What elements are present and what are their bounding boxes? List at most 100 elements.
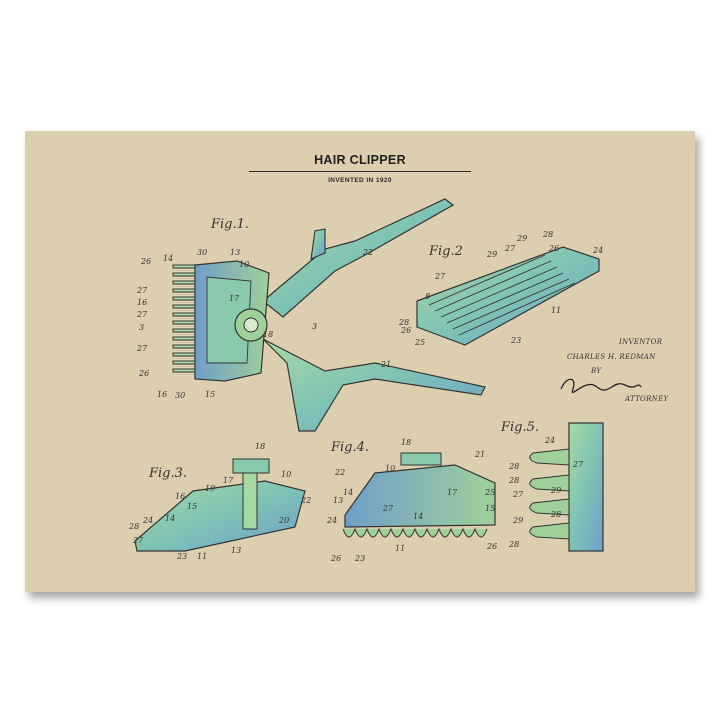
- callout-number: 20: [278, 516, 289, 525]
- callout-number: 14: [343, 488, 353, 497]
- callout-number: 19: [205, 484, 215, 493]
- poster-subtitle: INVENTED IN 1920: [328, 177, 392, 184]
- fig-2-label: Fig.2: [428, 244, 463, 259]
- callout-number: 22: [300, 496, 311, 505]
- callout-number: 14: [413, 512, 423, 521]
- figure-3: Fig.3. 18 10 16 15 19 17 22 28 24 14 20 …: [128, 442, 311, 561]
- callout-number: 10: [239, 260, 249, 269]
- callout-number: 11: [551, 306, 561, 315]
- callout-number: 28: [542, 230, 553, 239]
- callout-number: 27: [132, 536, 144, 545]
- callout-number: 27: [512, 490, 524, 499]
- callout-number: 27: [136, 286, 148, 295]
- fig-5-callouts: 24 28 27 27 29 28 29 28 28: [508, 436, 584, 549]
- callout-number: 29: [516, 234, 527, 243]
- callout-number: 29: [550, 486, 561, 495]
- callout-number: 27: [434, 272, 446, 281]
- callout-number: 3: [139, 323, 144, 332]
- callout-number: 11: [197, 552, 207, 561]
- fig-4-callouts: 18 10 21 22 13 14 24 27 14 17 25 15 26 2…: [326, 438, 497, 563]
- lower-handle: [262, 338, 486, 432]
- callout-number: 22: [362, 248, 373, 257]
- callout-number: 27: [382, 504, 394, 513]
- callout-number: 3: [312, 322, 317, 331]
- callout-number: 14: [165, 514, 175, 523]
- head-plate: [206, 276, 252, 364]
- callout-number: 28: [508, 540, 519, 549]
- callout-number: 28: [550, 510, 561, 519]
- poster-title: HAIR CLIPPER: [314, 153, 406, 167]
- figure-4: Fig.4. 18 10 21 22 13 14 24 27 14 17 25 …: [326, 438, 497, 563]
- fig-5-bar: [568, 422, 604, 552]
- callout-number: 27: [136, 310, 148, 319]
- callout-number: 11: [395, 544, 405, 553]
- attorney-signature: [560, 378, 642, 393]
- callout-number: 13: [230, 248, 240, 257]
- callout-number: 21: [380, 360, 391, 369]
- callout-number: 17: [447, 488, 458, 497]
- callout-number: 16: [175, 492, 185, 501]
- callout-number: 23: [510, 336, 521, 345]
- callout-number: 16: [137, 298, 147, 307]
- fig-5-hooks: [529, 448, 570, 540]
- cutter-ridges: [428, 254, 576, 336]
- callout-number: 15: [187, 502, 197, 511]
- fig-2-callouts: 27 29 28 26 24 27 29 28 25 26 11 23 8: [398, 230, 603, 347]
- callout-number: 25: [484, 488, 495, 497]
- callout-number: 27: [136, 344, 148, 353]
- fig-1-callouts: 26 14 30 13 10 27 16 27 3 27 26 16 30 15…: [136, 248, 391, 400]
- inventor-credits: INVENTOR CHARLES H. REDMAN BY ATTORNEY: [560, 338, 669, 403]
- fig-4-label: Fig.4.: [330, 440, 369, 455]
- fig-3-body: [134, 480, 306, 552]
- by-label: BY: [590, 367, 602, 375]
- callout-number: 16: [157, 390, 167, 399]
- callout-number: 21: [474, 450, 485, 459]
- fig-4-teeth: [342, 527, 488, 538]
- fig-1-label: Fig.1.: [210, 217, 249, 232]
- callout-number: 17: [229, 294, 240, 303]
- callout-number: 17: [223, 476, 234, 485]
- fig-5-label: Fig.5.: [500, 420, 539, 435]
- figure-2: Fig.2 27 29 28 26 24 27 29 28 25 26 11 2…: [398, 230, 603, 347]
- attorney-label: ATTORNEY: [624, 395, 669, 403]
- inventor-name: CHARLES H. REDMAN: [567, 353, 656, 361]
- callout-number: 28: [508, 476, 519, 485]
- callout-number: 28: [508, 462, 519, 471]
- pivot-screw-icon: [243, 317, 259, 333]
- patent-drawing: Fig.1. 26 14 30: [128, 198, 669, 563]
- title-rule: [249, 171, 471, 172]
- callout-number: 27: [572, 460, 584, 469]
- callout-number: 18: [401, 438, 411, 447]
- callout-number: 26: [330, 554, 341, 563]
- fig-3-callouts: 18 10 16 15 19 17 22 28 24 14 20 27 23 1…: [128, 442, 311, 561]
- fig-4-body: [344, 464, 496, 528]
- callout-number: 26: [140, 257, 151, 266]
- callout-number: 24: [592, 246, 603, 255]
- cutter-body: [416, 246, 600, 346]
- callout-number: 15: [485, 504, 495, 513]
- callout-number: 26: [400, 326, 411, 335]
- figure-1: Fig.1. 26 14 30: [136, 198, 486, 432]
- callout-number: 22: [334, 468, 345, 477]
- comb-teeth: [172, 264, 196, 373]
- callout-number: 23: [176, 552, 187, 561]
- callout-number: 14: [163, 254, 173, 263]
- callout-number: 15: [205, 390, 215, 399]
- callout-number: 25: [414, 338, 425, 347]
- callout-number: 24: [544, 436, 555, 445]
- callout-number: 30: [175, 391, 185, 400]
- patent-print: HAIR CLIPPER INVENTED IN 1920 Fig.1.: [25, 131, 695, 592]
- fig-3-label: Fig.3.: [148, 466, 187, 481]
- callout-number: 10: [281, 470, 291, 479]
- callout-number: 28: [398, 318, 409, 327]
- figure-5: Fig.5. 24 28 27 27 29 28 29 28 28: [500, 420, 604, 552]
- inventor-label: INVENTOR: [618, 338, 663, 346]
- callout-number: 28: [128, 522, 139, 531]
- callout-number: 26: [548, 244, 559, 253]
- handle-stop: [310, 228, 326, 260]
- callout-number: 27: [504, 244, 516, 253]
- callout-number: 8: [425, 292, 430, 301]
- callout-number: 26: [138, 369, 149, 378]
- callout-number: 18: [255, 442, 265, 451]
- callout-number: 18: [263, 330, 273, 339]
